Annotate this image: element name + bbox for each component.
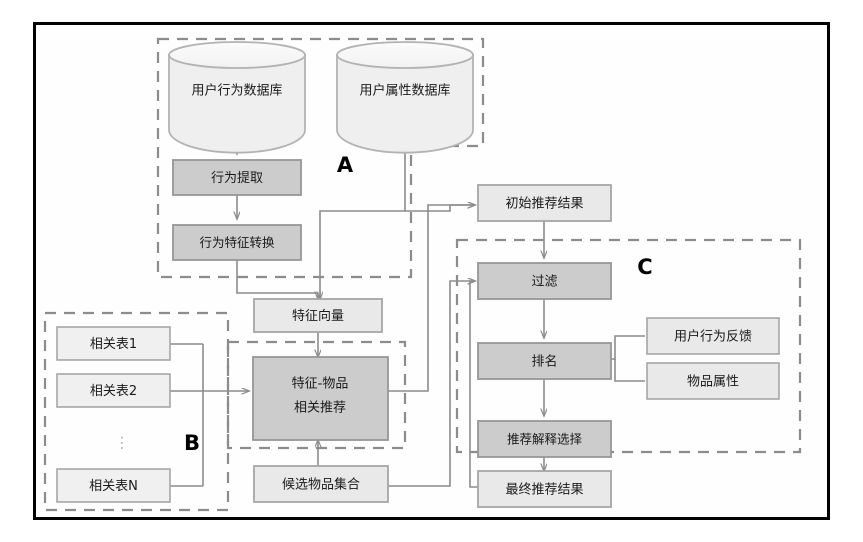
- node-box: [646, 317, 780, 355]
- node-box: [56, 468, 171, 503]
- node-label: 相关表N: [89, 479, 138, 494]
- node-label: 用户行为反馈: [674, 329, 752, 345]
- node-box: [477, 262, 612, 300]
- node-filter[interactable]: 过滤: [477, 262, 612, 300]
- node-relation-table-1[interactable]: 相关表1: [56, 326, 171, 361]
- node-box: [252, 356, 389, 441]
- node-label: 初始推荐结果: [505, 197, 583, 212]
- node-user-behavior-db[interactable]: 用户行为数据库: [168, 41, 306, 154]
- node-rank[interactable]: 排名: [477, 342, 612, 380]
- cylinder-body: [168, 54, 306, 154]
- node-feature-item-rec[interactable]: 特征-物品 相关推荐: [252, 356, 389, 441]
- node-label-line2: 相关推荐: [294, 401, 346, 416]
- node-label: 行为提取: [211, 170, 263, 186]
- edge-candidate-to-filter: [388, 281, 475, 487]
- node-behavior-transform[interactable]: 行为特征转换: [172, 224, 302, 261]
- vertical-ellipsis-icon: ⋮: [115, 434, 130, 452]
- cylinder-top: [336, 41, 474, 69]
- node-label: 排名: [531, 354, 557, 370]
- node-label: 最终推荐结果: [505, 482, 583, 498]
- node-feature-vector[interactable]: 特征向量: [253, 298, 383, 333]
- edge-attributedb-to-featurevector: [320, 137, 406, 299]
- node-box: [477, 470, 612, 508]
- node-box: [172, 224, 302, 261]
- edge-itemattr-to-rank: [614, 359, 645, 382]
- node-box: [477, 420, 612, 458]
- connector-layer: [170, 137, 645, 488]
- node-box: [477, 184, 612, 222]
- cylinder-body: [336, 54, 474, 154]
- node-label: 候选物品集合: [282, 477, 360, 493]
- node-relation-table-2[interactable]: 相关表2: [56, 373, 171, 408]
- node-label: 推荐解释选择: [507, 432, 583, 447]
- node-label-line1: 特征-物品: [292, 377, 349, 392]
- cylinder-top: [168, 41, 306, 69]
- node-box: [172, 159, 302, 196]
- group-region-c: [455, 238, 802, 454]
- node-label: 用户属性数据库: [359, 83, 450, 99]
- node-label: 过滤: [531, 275, 557, 290]
- edge-featureitemrec-to-initialresult: [388, 205, 475, 392]
- node-initial-result[interactable]: 初始推荐结果: [477, 184, 612, 222]
- node-label: 物品属性: [687, 375, 739, 390]
- node-box: [477, 342, 612, 380]
- node-candidate-item-set[interactable]: 候选物品集合: [253, 465, 389, 503]
- node-box: [646, 362, 780, 400]
- node-label: 相关表2: [90, 384, 137, 399]
- group-label-b: B: [184, 431, 200, 455]
- node-box: [56, 373, 171, 408]
- group-region-center: [226, 340, 407, 450]
- node-label: 相关表1: [90, 337, 137, 352]
- node-label: 特征向量: [292, 308, 344, 324]
- node-behavior-extract[interactable]: 行为提取: [172, 159, 302, 196]
- node-explain-select[interactable]: 推荐解释选择: [477, 420, 612, 458]
- node-label: 行为特征转换: [199, 235, 275, 250]
- node-box: [56, 326, 171, 361]
- node-user-behavior-feedback[interactable]: 用户行为反馈: [646, 317, 780, 355]
- node-box: [253, 298, 383, 333]
- node-final-result[interactable]: 最终推荐结果: [477, 470, 612, 508]
- node-box: [253, 465, 389, 503]
- node-relation-table-n[interactable]: 相关表N: [56, 468, 171, 503]
- node-item-attribute[interactable]: 物品属性: [646, 362, 780, 400]
- group-label-a: A: [337, 153, 354, 177]
- node-label: 用户行为数据库: [191, 83, 282, 99]
- node-user-attribute-db[interactable]: 用户属性数据库: [336, 41, 474, 154]
- group-label-c: C: [637, 255, 652, 279]
